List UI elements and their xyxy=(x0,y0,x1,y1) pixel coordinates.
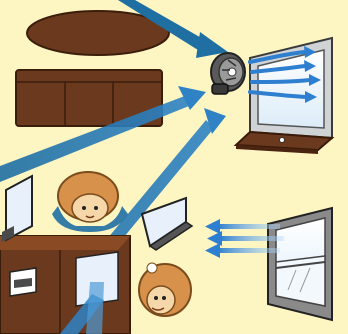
air-flow-arrow-icon xyxy=(205,219,284,258)
person-head-icon xyxy=(139,263,191,316)
